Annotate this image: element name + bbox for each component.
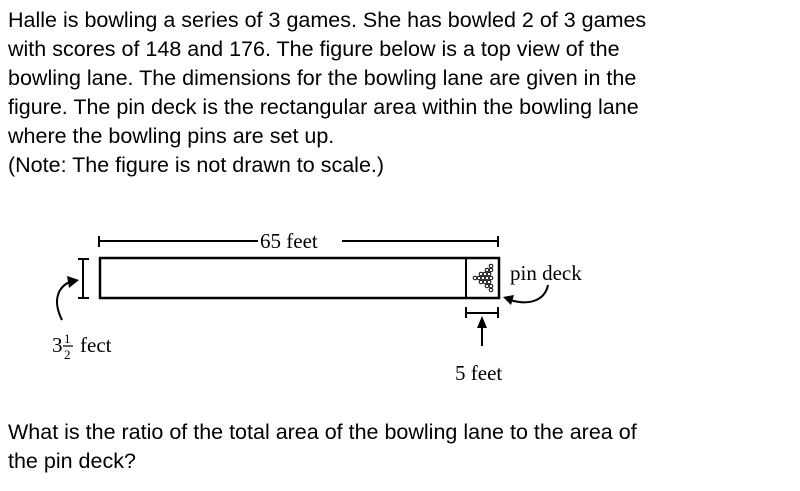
intro-line-5: where the bowling pins are set up. — [8, 124, 335, 148]
pins-icon — [472, 263, 494, 293]
prompt-line-2: the pin deck? — [8, 449, 136, 473]
intro-line-1: Halle is bowling a series of 3 games. Sh… — [8, 8, 647, 32]
width-label-num: 1 — [64, 331, 71, 346]
intro-line-4: figure. The pin deck is the rectangular … — [8, 95, 639, 119]
width-label-whole: 3 — [52, 333, 63, 357]
intro-line-3: bowling lane. The dimensions for the bow… — [8, 66, 637, 90]
deck-arrowhead — [477, 316, 487, 328]
pin-deck-arrowhead — [503, 295, 514, 305]
lane-rect — [98, 256, 501, 300]
length-label: 65 feet — [260, 229, 318, 253]
intro-line-2: with scores of 148 and 176. The figure b… — [8, 37, 620, 61]
width-label-unit: fect — [80, 333, 112, 357]
intro-line-6: (Note: The figure is not drawn to scale.… — [8, 153, 385, 177]
pin-deck-label: pin deck — [510, 261, 582, 285]
prompt-line-1: What is the ratio of the total area of t… — [8, 420, 637, 444]
deck-length-label: 5 feet — [455, 361, 502, 385]
width-arrowhead — [67, 276, 79, 288]
width-label-den: 2 — [64, 347, 71, 362]
pin-deck-arrow — [509, 284, 549, 304]
